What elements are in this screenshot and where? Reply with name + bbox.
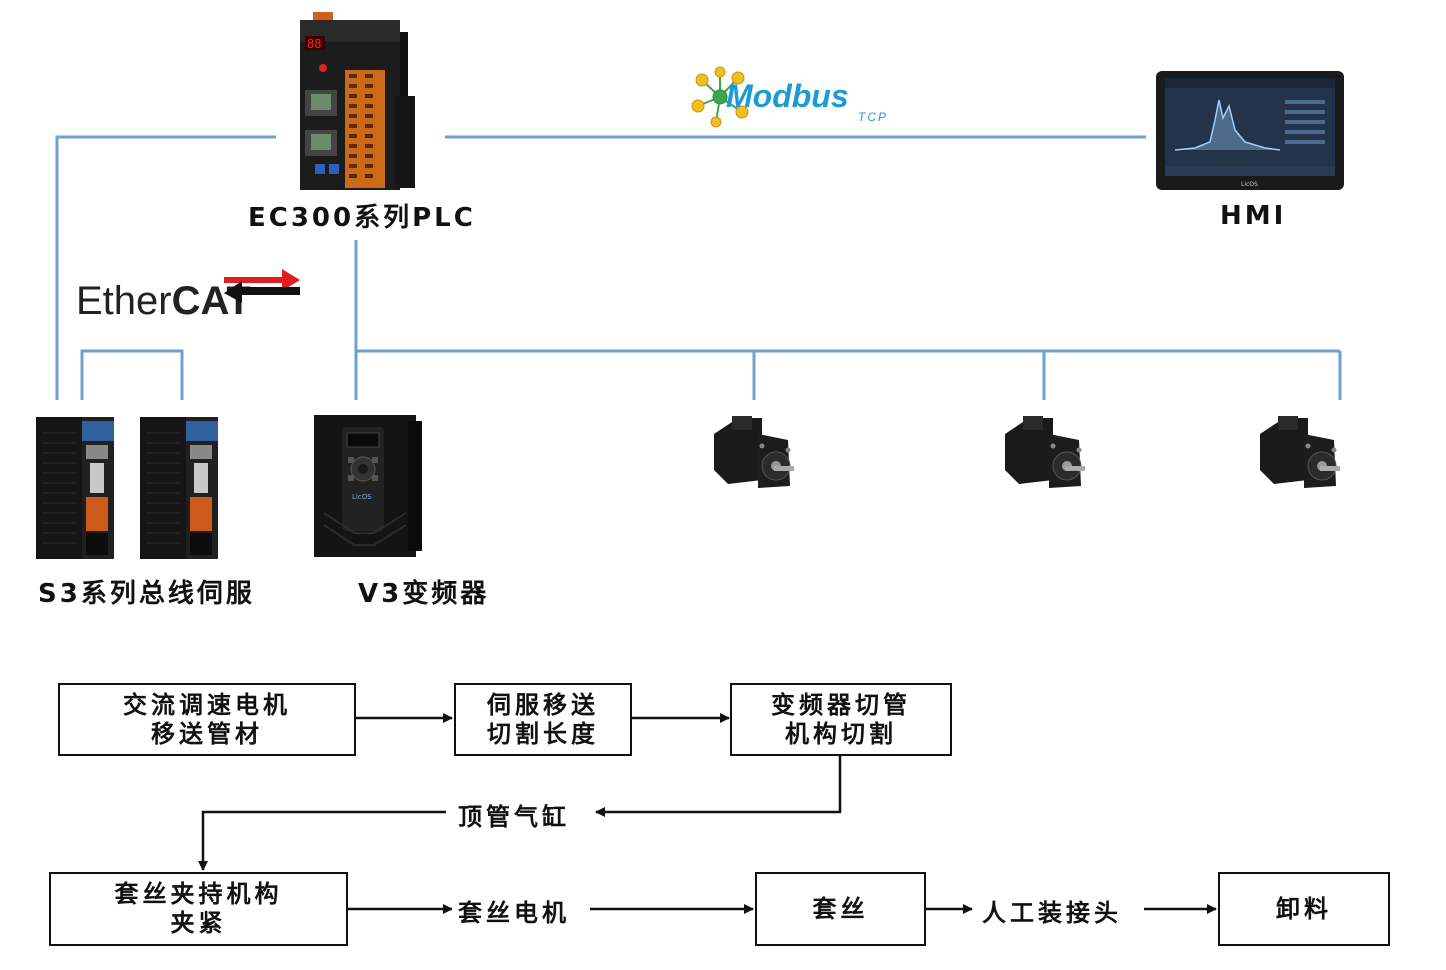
flow-step-2-line1: 伺服移送: [487, 690, 599, 719]
flow-step-2-line2: 切割长度: [487, 719, 599, 748]
flow-step-6: 套丝电机: [452, 893, 576, 928]
servo-drive-1: [36, 413, 116, 561]
flow-step-1-line2: 移送管材: [151, 719, 263, 748]
flow-step-2: 伺服移送 切割长度: [454, 683, 632, 756]
flow-step-5-line2: 夹紧: [170, 909, 227, 937]
vfd-label: V3变频器: [358, 579, 490, 609]
modbus-sub-text: TCP: [858, 110, 888, 124]
flow-step-1: 交流调速电机 移送管材: [58, 683, 356, 756]
servo-drive-2: [140, 413, 220, 561]
plc-device: 88: [295, 12, 445, 192]
servo-motor-1: [708, 410, 798, 494]
flow-step-9-label: 卸料: [1276, 894, 1332, 923]
modbus-text: Modbus: [726, 78, 849, 114]
flow-step-3-line2: 机构切割: [785, 719, 897, 748]
flow-step-5: 套丝夹持机构 夹紧: [49, 872, 348, 946]
flow-step-7-label: 套丝: [812, 894, 869, 923]
flow-step-4: 顶管气缸: [452, 797, 576, 832]
svg-text:LicOS: LicOS: [352, 493, 372, 501]
modbus-logo: Modbus TCP: [690, 66, 900, 130]
flow-step-7: 套丝: [755, 872, 926, 946]
servo-chain-line: [80, 349, 184, 400]
hmi-label: HMI: [1220, 201, 1287, 231]
flow-step-9: 卸料: [1218, 872, 1390, 946]
plc-label: EC300系列PLC: [248, 203, 476, 233]
frequency-inverter: LicOS: [314, 413, 424, 559]
ethercat-text-a: Ether: [76, 279, 172, 323]
flow-step-3: 变频器切管 机构切割: [730, 683, 952, 756]
servo-motor-2: [999, 410, 1089, 494]
flow-step-8: 人工装接头: [976, 893, 1128, 928]
arrow-3-4: [595, 756, 842, 817]
ethercat-arrows-icon: [224, 269, 300, 303]
hmi-touchscreen: LicOS: [1155, 70, 1345, 192]
ethercat-line: [55, 135, 276, 400]
servo-motor-3: [1254, 410, 1344, 494]
arrow-4-5: [198, 810, 446, 871]
flow-step-3-line1: 变频器切管: [771, 690, 911, 719]
flow-step-5-line1: 套丝夹持机构: [114, 880, 283, 908]
servo-label: S3系列总线伺服: [38, 579, 255, 609]
svg-text:88: 88: [307, 37, 321, 51]
ethercat-logo: EtherCAT: [74, 265, 304, 323]
svg-text:LicOS: LicOS: [1241, 181, 1258, 188]
flow-step-1-line1: 交流调速电机: [123, 690, 291, 719]
